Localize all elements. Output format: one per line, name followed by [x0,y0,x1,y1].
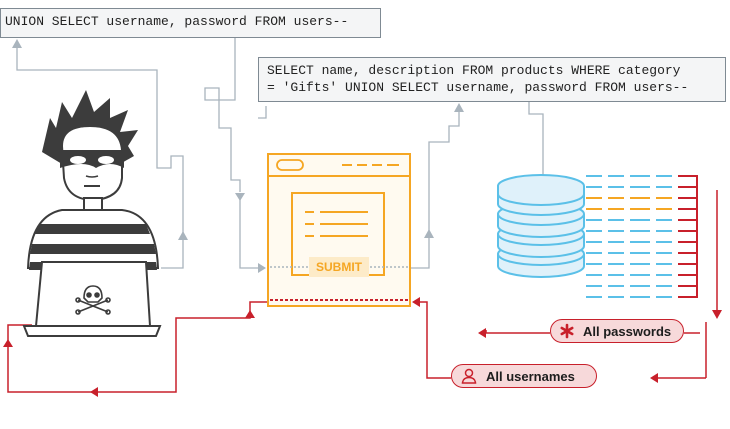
full-query-box: SELECT name, description FROM products W… [258,57,726,102]
arrow-right [258,263,266,273]
grey-flow-arrows [12,39,548,273]
all-passwords-label: All passwords [583,323,672,339]
grey-flow-lines [16,38,544,269]
arrow-down [712,310,722,319]
database-icon [497,174,585,278]
table-rows [586,175,698,298]
arrow-down [235,193,245,201]
skull-crossbones-icon [75,285,111,315]
password-column [678,175,698,298]
arrow-up [454,103,464,112]
arrow-left [478,328,486,338]
arrow-left [90,387,98,397]
all-usernames-label: All usernames [486,368,575,384]
arrow-left [650,373,658,383]
web-form-window [267,153,411,307]
all-passwords-pill: All passwords [550,319,684,343]
arrow-up [245,310,255,318]
submit-button[interactable]: SUBMIT [309,257,369,277]
all-usernames-pill: All usernames [451,364,597,388]
arrow-up [424,229,434,238]
red-result-arrows [3,297,722,397]
arrow-left [412,297,420,307]
attack-query-text: UNION SELECT username, password FROM use… [5,14,349,29]
window-address-pill [276,159,304,171]
arrow-up [178,231,188,240]
asterisk-icon [560,323,574,339]
masked-hacker-icon [22,90,162,337]
user-icon [461,368,477,384]
form-field-lines [305,211,368,237]
full-query-line-1: SELECT name, description FROM products W… [267,63,681,78]
attack-query-box: UNION SELECT username, password FROM use… [0,8,381,38]
arrow-up [12,39,22,48]
full-query-line-2: = 'Gifts' UNION SELECT username, passwor… [267,80,689,95]
arrow-up [3,339,13,347]
